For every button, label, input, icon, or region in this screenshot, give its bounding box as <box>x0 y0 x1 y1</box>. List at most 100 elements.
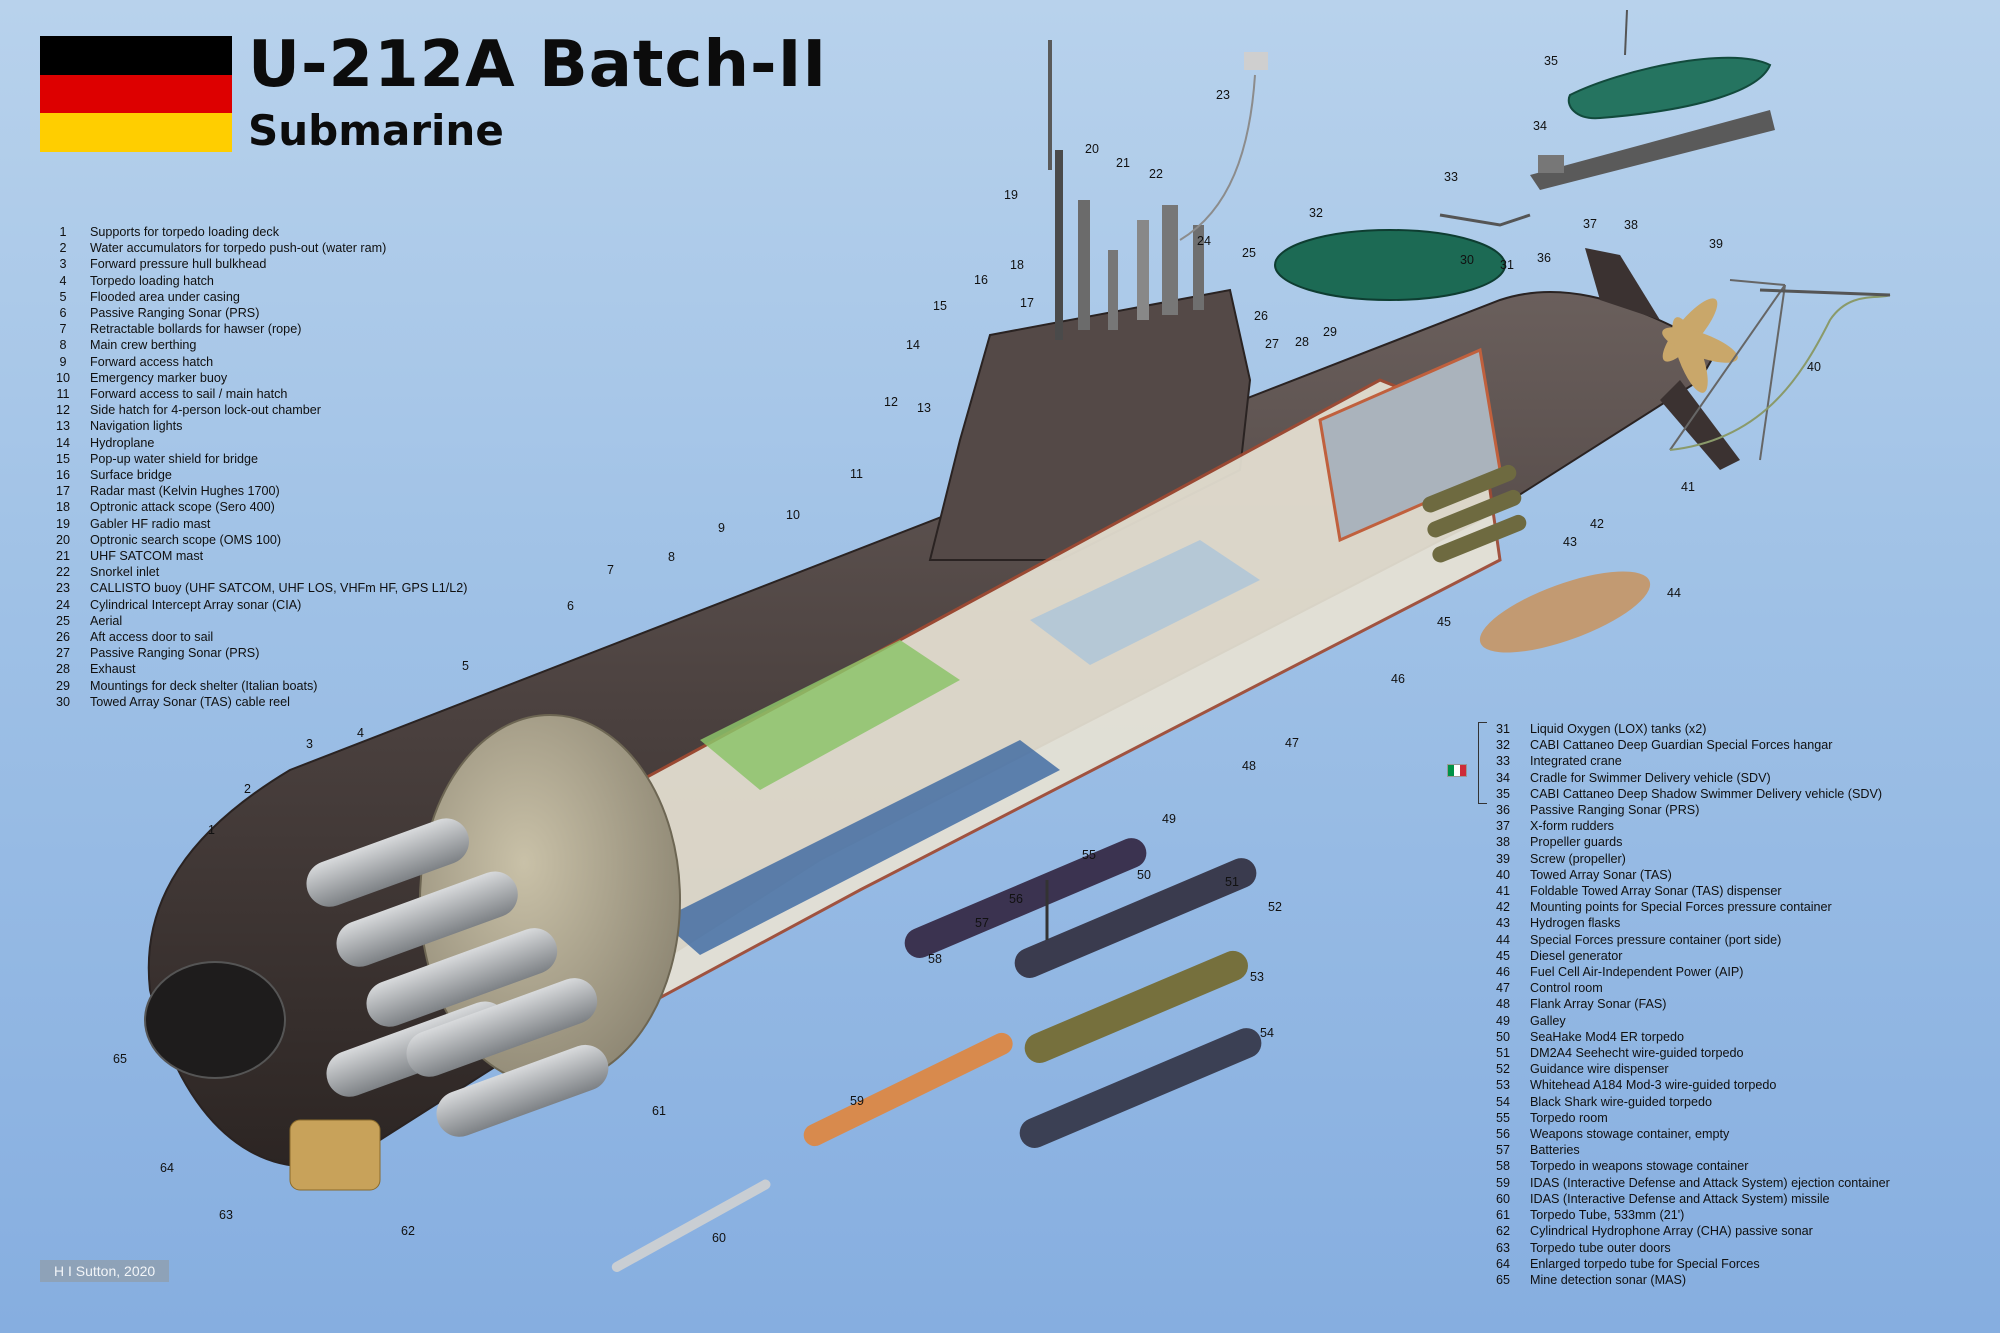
legend-label: Hydrogen flasks <box>1530 916 1621 931</box>
legend-item: 46 Fuel Cell Air-Independent Power (AIP) <box>1488 964 1890 980</box>
italy-stripe-green <box>1448 765 1454 776</box>
legend-number: 15 <box>55 451 70 466</box>
legend-number: 53 <box>1495 1078 1510 1093</box>
svg-text:24: 24 <box>1197 234 1211 248</box>
svg-text:33: 33 <box>1444 170 1458 184</box>
legend-number: 46 <box>1495 965 1510 980</box>
svg-text:43: 43 <box>1563 535 1577 549</box>
propeller-guard <box>1729 279 1786 286</box>
legend-label: Foldable Towed Array Sonar (TAS) dispens… <box>1530 884 1782 899</box>
svg-text:2: 2 <box>244 782 251 796</box>
svg-text:21: 21 <box>1116 156 1130 170</box>
propeller-guard <box>1759 284 1786 461</box>
legend-number: 25 <box>55 613 70 628</box>
legend-label: Fuel Cell Air-Independent Power (AIP) <box>1530 965 1744 980</box>
svg-text:14: 14 <box>906 338 920 352</box>
legend-label: Surface bridge <box>90 468 172 483</box>
german-flag <box>40 36 232 152</box>
legend-label: Radar mast (Kelvin Hughes 1700) <box>90 484 280 499</box>
legend-item: 39 Screw (propeller) <box>1488 851 1890 867</box>
legend-label: Retractable bollards for hawser (rope) <box>90 322 302 337</box>
legend-label: UHF SATCOM mast <box>90 549 204 564</box>
legend-label: Forward access to sail / main hatch <box>90 387 288 402</box>
flag-stripe-gold <box>40 113 232 152</box>
svg-text:12: 12 <box>884 395 898 409</box>
legend-label: Main crew berthing <box>90 338 197 353</box>
svg-text:28: 28 <box>1295 335 1309 349</box>
legend-label: Cylindrical Intercept Array sonar (CIA) <box>90 597 302 612</box>
legend-number: 1 <box>59 225 67 239</box>
svg-text:32: 32 <box>1309 206 1323 220</box>
legend-number: 21 <box>55 549 70 564</box>
svg-text:46: 46 <box>1391 672 1405 686</box>
svg-text:53: 53 <box>1250 970 1264 984</box>
legend-label: CALLISTO buoy (UHF SATCOM, UHF LOS, VHFm… <box>90 581 468 596</box>
italy-stripe-white <box>1454 765 1460 776</box>
flag-stripe-black <box>40 36 232 75</box>
integrated-crane <box>1439 213 1531 227</box>
legend-number: 42 <box>1495 900 1510 915</box>
legend-number: 47 <box>1495 981 1510 996</box>
legend-label: Mountings for deck shelter (Italian boat… <box>90 678 318 693</box>
legend-number: 48 <box>1495 997 1510 1012</box>
legend-number: 57 <box>1495 1143 1510 1158</box>
page-subtitle: Submarine <box>248 106 504 155</box>
svg-text:15: 15 <box>933 299 947 313</box>
control-room <box>1030 540 1260 665</box>
svg-text:56: 56 <box>1009 892 1023 906</box>
legend-number: 27 <box>55 646 70 661</box>
legend-label: Torpedo room <box>1530 1110 1608 1125</box>
legend-number: 6 <box>59 306 67 321</box>
legend-label: Galley <box>1530 1013 1566 1028</box>
legend-number: 20 <box>55 532 70 547</box>
legend-label: Torpedo loading hatch <box>90 273 214 288</box>
legend-label: Torpedo tube outer doors <box>1530 1240 1671 1255</box>
svg-text:6: 6 <box>567 599 574 613</box>
legend-number: 39 <box>1495 851 1510 866</box>
legend-number: 62 <box>1495 1224 1510 1239</box>
legend-number: 34 <box>1495 770 1510 785</box>
svg-text:1: 1 <box>208 823 215 837</box>
legend-label: Propeller guards <box>1530 835 1623 850</box>
idas-missile <box>611 1179 771 1272</box>
svg-text:4: 4 <box>357 726 364 740</box>
legend-number: 33 <box>1495 754 1510 769</box>
mast-optronic-attack <box>1078 200 1090 330</box>
svg-text:34: 34 <box>1533 119 1547 133</box>
svg-text:5: 5 <box>462 659 469 673</box>
flag-stripe-red <box>40 74 232 114</box>
legend-label: Towed Array Sonar (TAS) cable reel <box>90 694 290 709</box>
legend-label: Forward access hatch <box>90 354 214 369</box>
callisto-buoy-head <box>1244 52 1268 70</box>
legend-label: Screw (propeller) <box>1530 851 1626 866</box>
svg-text:20: 20 <box>1085 142 1099 156</box>
legend-label: Passive Ranging Sonar (PRS) <box>90 646 260 661</box>
cylindrical-hydrophone-array <box>289 1119 381 1191</box>
legend-number: 8 <box>59 338 67 353</box>
legend-number: 16 <box>55 468 70 483</box>
svg-text:60: 60 <box>712 1231 726 1245</box>
legend-label: Liquid Oxygen (LOX) tanks (x2) <box>1530 722 1707 736</box>
